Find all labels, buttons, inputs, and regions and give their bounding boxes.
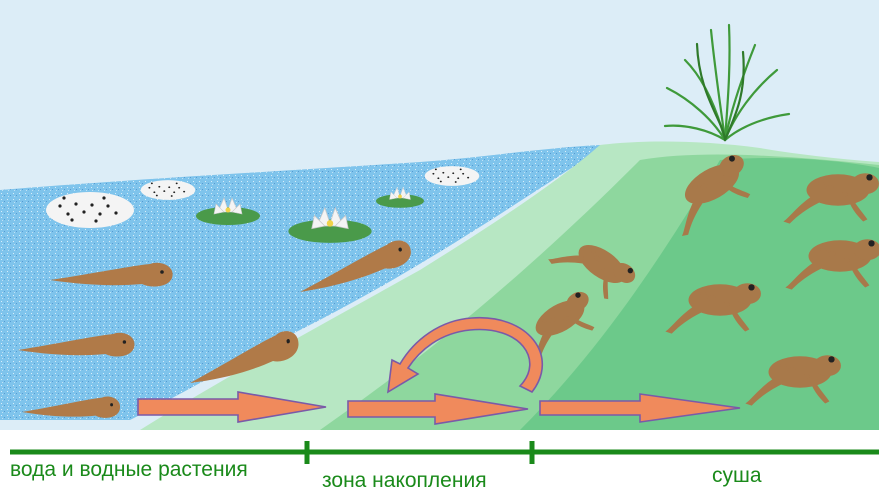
frog-eggs-icon [46, 192, 134, 228]
water-zone-label: вода и водные растения [10, 459, 248, 480]
frog-eggs-icon [141, 180, 196, 200]
frog-eggs-icon [425, 166, 480, 186]
accumulation-zone-label: зона накопления [322, 470, 487, 490]
land-zone-label: суша [712, 465, 762, 486]
